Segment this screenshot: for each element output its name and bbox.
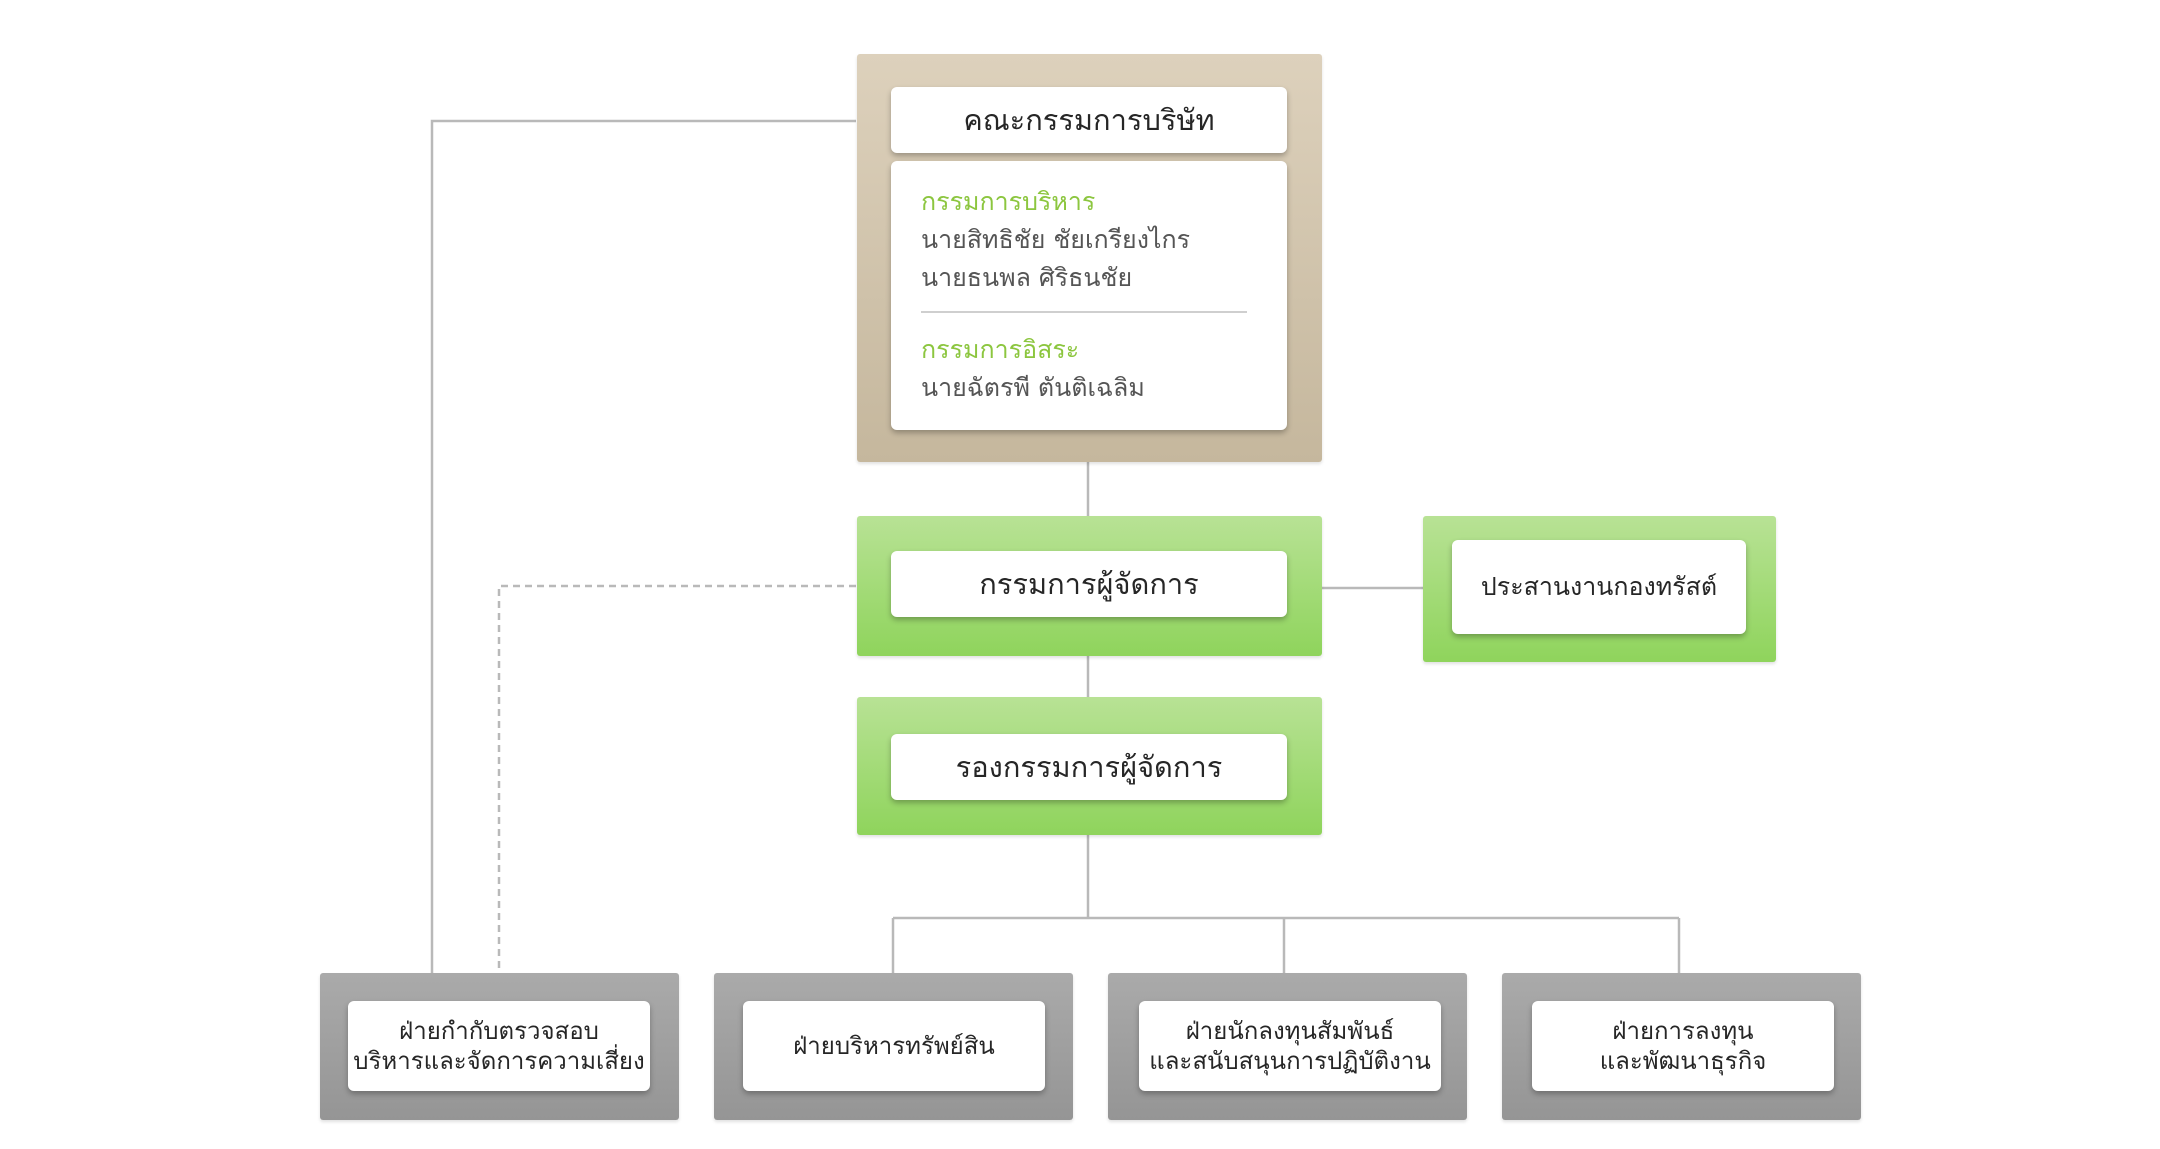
members-divider xyxy=(921,311,1247,313)
department-compliance-box: ฝ่ายกำกับตรวจสอบ บริหารและจัดการความเสี่… xyxy=(348,1001,650,1091)
trust-coordination-box: ประสานงานกองทรัสต์ xyxy=(1452,540,1746,634)
executive-director-name: นายสิทธิชัย ชัยเกรียงไกร xyxy=(921,225,1191,254)
department-name: ฝ่ายกำกับตรวจสอบ xyxy=(399,1017,599,1045)
department-name: ฝ่ายนักลงทุนสัมพันธ์ xyxy=(1185,1017,1395,1045)
department-investor-relations-box: ฝ่ายนักลงทุนสัมพันธ์ และสนับสนุนการปฏิบั… xyxy=(1139,1001,1441,1091)
independent-directors-label: กรรมการอิสระ xyxy=(921,335,1080,364)
board-members-panel: กรรมการบริหาร นายสิทธิชัย ชัยเกรียงไกร น… xyxy=(891,161,1287,430)
department-name-line2: และพัฒนาธุรกิจ xyxy=(1599,1047,1767,1075)
board-title: คณะกรรมการบริษัท xyxy=(963,103,1215,137)
department-name: ฝ่ายบริหารทรัพย์สิน xyxy=(793,1032,995,1060)
trust-coordination-label: ประสานงานกองทรัสต์ xyxy=(1480,572,1718,601)
deputy-managing-director-box: รองกรรมการผู้จัดการ xyxy=(891,734,1287,800)
managing-director-label: กรรมการผู้จัดการ xyxy=(979,567,1199,601)
board-title-box: คณะกรรมการบริษัท xyxy=(891,87,1287,153)
managing-director-box: กรรมการผู้จัดการ xyxy=(891,551,1287,617)
department-name: ฝ่ายการลงทุน xyxy=(1612,1017,1754,1045)
independent-director-name: นายฉัตรพี ตันติเฉลิม xyxy=(921,373,1145,402)
department-asset-management-box: ฝ่ายบริหารทรัพย์สิน xyxy=(743,1001,1045,1091)
department-name-line2: บริหารและจัดการความเสี่ยง xyxy=(353,1047,645,1075)
department-investment-box: ฝ่ายการลงทุน และพัฒนาธุรกิจ xyxy=(1532,1001,1834,1091)
executive-director-name: นายธนพล ศิริธนชัย xyxy=(921,263,1133,292)
deputy-managing-director-label: รองกรรมการผู้จัดการ xyxy=(955,750,1223,784)
executive-directors-label: กรรมการบริหาร xyxy=(921,187,1096,216)
department-name-line2: และสนับสนุนการปฏิบัติงาน xyxy=(1149,1047,1431,1075)
